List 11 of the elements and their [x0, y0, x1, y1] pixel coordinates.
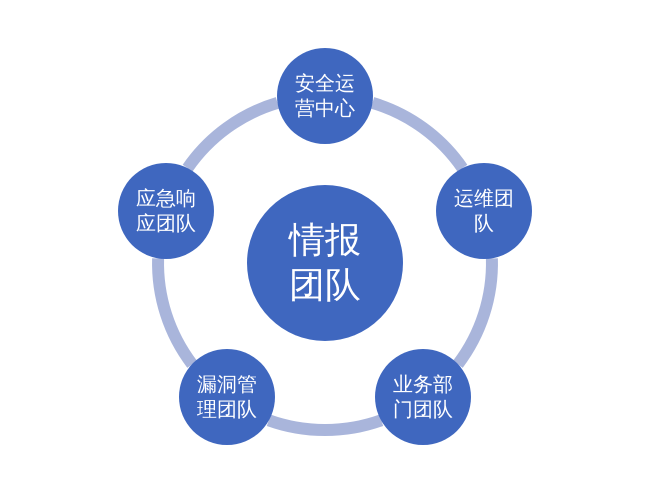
team-name: 业务部门团队	[393, 372, 453, 422]
ring-connector	[370, 97, 468, 172]
ring-connector	[182, 97, 280, 172]
ring-connector	[452, 258, 498, 368]
team-name: 情报团队	[289, 219, 361, 308]
team-name: 安全运营中心	[295, 71, 355, 121]
team-name: 漏洞管理团队	[197, 372, 257, 422]
team-name: 应急响应团队	[136, 186, 196, 236]
team-name: 运维团队	[454, 186, 514, 236]
ring-connector	[267, 414, 383, 436]
ring-connector	[152, 258, 198, 368]
